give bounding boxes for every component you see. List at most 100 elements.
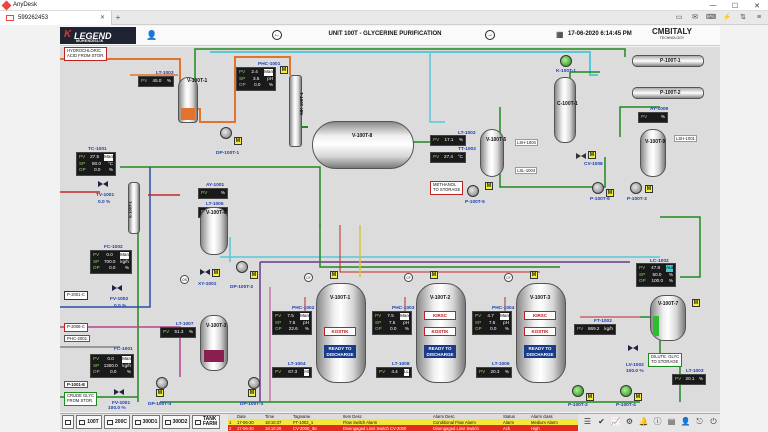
tag-p100t4: P-100T-4: [616, 403, 636, 408]
pump-p100t6[interactable]: [592, 182, 604, 194]
alarm-list-icon[interactable]: ☰: [583, 417, 592, 426]
column-c100t1[interactable]: [554, 77, 576, 143]
exchanger-e100t1[interactable]: [128, 182, 140, 234]
ready-discharge-button-2[interactable]: READY TO DISCHARGE: [424, 345, 456, 358]
pump-dp100t1[interactable]: [220, 127, 232, 139]
vessel-v100t4[interactable]: [178, 77, 198, 123]
valve-xy1001[interactable]: [200, 267, 210, 277]
alarm-cell: 17-06-20: [237, 425, 254, 431]
motor-badge[interactable]: M: [645, 185, 653, 193]
alarm-cell: 1: [229, 419, 232, 425]
motor-badge[interactable]: M: [530, 271, 538, 279]
motor-badge[interactable]: M: [586, 393, 594, 401]
panel-ay1001: PV%: [198, 188, 228, 199]
pump-p100t2[interactable]: [572, 385, 584, 397]
valve-cv1008[interactable]: [576, 151, 586, 161]
close-tab-icon[interactable]: ✕: [99, 15, 105, 21]
home-button[interactable]: [62, 415, 74, 429]
chat-icon[interactable]: ✉: [692, 14, 698, 21]
logo-subtext: MÜHENDİSLİK: [76, 39, 104, 43]
vessel-v100t7[interactable]: [650, 295, 686, 341]
nav-300d1-button[interactable]: 300D1: [132, 415, 160, 429]
tag-tt1002: TT-1002: [458, 147, 476, 152]
pump-k100t1[interactable]: [560, 55, 572, 67]
valve-fv1002[interactable]: [112, 283, 122, 293]
alarm-row[interactable]: 2 17-06-20 18:10:28 CV-2000_Ibc Disengag…: [228, 425, 578, 431]
info-icon[interactable]: ⓘ: [653, 417, 662, 426]
vessel-v100t3[interactable]: [200, 315, 228, 371]
ready-discharge-button-3[interactable]: READY TO DISCHARGE: [524, 345, 556, 358]
motor-badge[interactable]: M: [692, 299, 700, 307]
add-tab-button[interactable]: +: [115, 13, 121, 22]
kirsc-button-3[interactable]: KIRSC: [524, 311, 556, 320]
brand-sub: TECHNOLOGY: [659, 36, 685, 40]
label-diluted-glyc: DILUTE. GLYC TO STORAGE: [648, 353, 683, 367]
mixer-mk100t1[interactable]: [289, 75, 302, 147]
user-icon[interactable]: 👤: [680, 417, 691, 426]
motor-badge[interactable]: M: [588, 151, 596, 159]
exchanger-p100t2[interactable]: [632, 87, 704, 99]
pump-p100t3[interactable]: [630, 182, 642, 194]
ready-discharge-button-1[interactable]: READY TO DISCHARGE: [324, 345, 356, 358]
exit-icon[interactable]: ⎋: [696, 416, 703, 426]
vessel-v100t8[interactable]: [312, 121, 414, 169]
trend-icon[interactable]: 📈: [610, 417, 621, 426]
close-window-button[interactable]: ✕: [754, 2, 760, 10]
monitor-icon[interactable]: ▭: [675, 14, 683, 21]
valve-fv1001[interactable]: [114, 387, 124, 397]
motor-badge[interactable]: M: [156, 389, 164, 397]
user-icon[interactable]: 👤: [146, 30, 158, 40]
kostik-button-3[interactable]: KOSTIK: [524, 327, 556, 336]
tag-cv1008: CV-1008: [584, 162, 603, 167]
next-page-button[interactable]: →: [485, 30, 495, 40]
ack-icon[interactable]: ✔: [598, 417, 605, 426]
session-tab[interactable]: 599262453 ✕: [0, 10, 112, 25]
valve-tv1001[interactable]: [98, 179, 108, 189]
file-transfer-icon[interactable]: ⇅: [740, 14, 746, 21]
motor-badge[interactable]: M: [430, 271, 438, 279]
motor-badge[interactable]: M: [248, 389, 256, 397]
settings-icon[interactable]: ⚙: [625, 417, 634, 426]
motor-badge[interactable]: M: [634, 393, 642, 401]
maximize-button[interactable]: ☐: [731, 2, 739, 10]
kostik-button-1[interactable]: KOSTIK: [324, 327, 356, 336]
kostik-button-2[interactable]: KOSTIK: [424, 327, 456, 336]
pump-p100t5[interactable]: [467, 185, 479, 197]
menu-icon[interactable]: ≡: [756, 13, 762, 21]
vessel-v100t9[interactable]: [640, 129, 666, 177]
minimize-button[interactable]: —: [709, 2, 717, 9]
nav-300d2-button[interactable]: 300D2: [162, 415, 190, 429]
motor-badge[interactable]: M: [485, 182, 493, 190]
tag-fc1002: FC-1002: [104, 245, 123, 250]
alarm-row[interactable]: 1 17-06-20 18:10:37 FT-1002_1 Flow Switc…: [228, 419, 578, 425]
exchanger-p100t1[interactable]: [632, 55, 704, 67]
motor-badge[interactable]: M: [280, 66, 288, 74]
lightning-icon[interactable]: ⚡: [722, 14, 732, 21]
nav-100t-button[interactable]: 100T: [76, 415, 102, 429]
motor-badge[interactable]: M: [250, 271, 258, 279]
motor-badge[interactable]: M: [330, 271, 338, 279]
alarm-cell: Ack: [503, 425, 510, 431]
bell-icon[interactable]: 🔔: [638, 417, 649, 426]
power-icon[interactable]: ⏻: [710, 416, 717, 426]
pump-dp100t3[interactable]: [248, 377, 260, 389]
pump-dp100t4[interactable]: [156, 377, 168, 389]
alarm-col-header: Alarm class: [531, 414, 553, 419]
kirsc-button-2[interactable]: KIRSC: [424, 311, 456, 320]
pump-p100t4[interactable]: [620, 385, 632, 397]
nav-200c-button[interactable]: 200C: [104, 415, 130, 429]
keyboard-icon[interactable]: ⌨: [705, 14, 717, 21]
chart-icon[interactable]: ▤: [667, 417, 676, 426]
nav-tank-farm-button[interactable]: TANK FARM: [192, 415, 220, 429]
vessel-v100t6[interactable]: [200, 207, 228, 255]
pump-dp100t2[interactable]: [236, 261, 248, 273]
motor-badge[interactable]: M: [606, 189, 614, 197]
prev-page-button[interactable]: ←: [272, 30, 282, 40]
datetime: 17-06-2020 6:14:45 PM: [568, 31, 632, 37]
valve-lv1002[interactable]: [628, 343, 638, 353]
vessel-v100t5[interactable]: [480, 129, 504, 177]
motor-badge[interactable]: M: [234, 137, 242, 145]
motor-badge[interactable]: M: [212, 269, 220, 277]
